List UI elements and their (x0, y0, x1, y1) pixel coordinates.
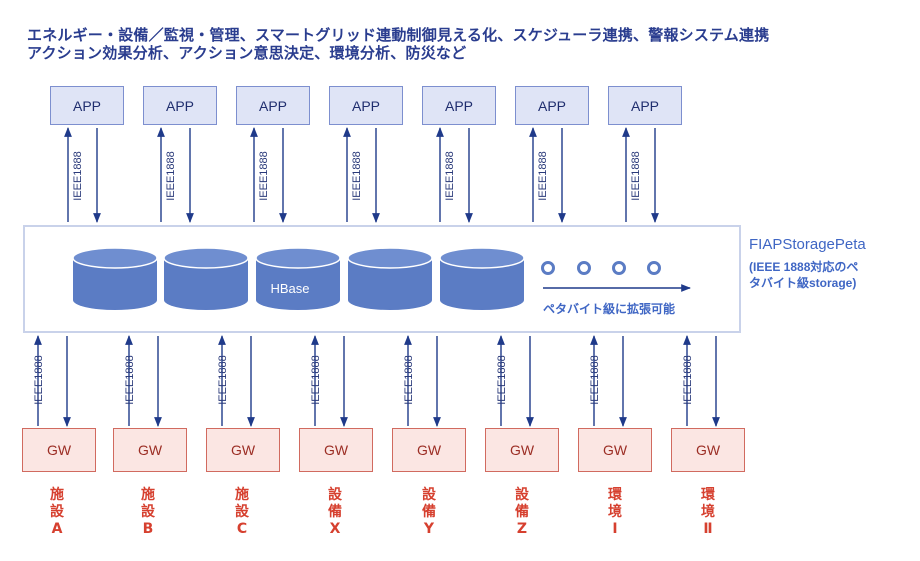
protocol-label-bottom-6: IEEE1888 (496, 355, 508, 405)
app-box-5: APP (422, 86, 496, 125)
protocol-label-bottom-3: IEEE1888 (217, 355, 229, 405)
expand-text: ペタバイト級に拡張可能 (543, 302, 676, 316)
database-cylinder-icon (347, 247, 433, 310)
app-box-4: APP (329, 86, 403, 125)
storage-desc-line-2: タバイト級storage) (749, 276, 857, 290)
gateway-box-3: GW (206, 428, 280, 472)
gateway-box-6: GW (485, 428, 559, 472)
gateway-box-4: GW (299, 428, 373, 472)
ellipsis-dot-3 (612, 261, 626, 275)
app-box-2: APP (143, 86, 217, 125)
ellipsis-dot-2 (577, 261, 591, 275)
protocol-label-bottom-7: IEEE1888 (589, 355, 601, 405)
protocol-label-bottom-5: IEEE1888 (403, 355, 415, 405)
database-cylinder-icon (439, 247, 525, 310)
hbase-database-icon (255, 247, 341, 310)
app-box-6: APP (515, 86, 589, 125)
gateway-box-8: GW (671, 428, 745, 472)
gateway-box-2: GW (113, 428, 187, 472)
database-cylinder-icon (72, 247, 158, 310)
database-cylinder-icon (163, 247, 249, 310)
title-line-1: エネルギー・設備／監視・管理、スマートグリッド連動制御見える化、スケジューラ連携… (27, 26, 770, 44)
storage-name: FIAPStoragePeta (749, 236, 866, 253)
hbase-label: HBase (270, 281, 310, 296)
title-line-2: アクション効果分析、アクション意思決定、環境分析、防災など (27, 44, 467, 62)
app-box-7: APP (608, 86, 682, 125)
gateway-box-7: GW (578, 428, 652, 472)
ellipsis-dot-1 (541, 261, 555, 275)
app-box-1: APP (50, 86, 124, 125)
protocol-label-bottom-4: IEEE1888 (310, 355, 322, 405)
storage-desc-line-1: (IEEE 1888対応のペ (749, 260, 859, 274)
protocol-label-bottom-2: IEEE1888 (124, 355, 136, 405)
gateway-box-1: GW (22, 428, 96, 472)
app-box-3: APP (236, 86, 310, 125)
ellipsis-dot-4 (647, 261, 661, 275)
gateway-box-5: GW (392, 428, 466, 472)
protocol-label-bottom-8: IEEE1888 (682, 355, 694, 405)
protocol-label-bottom-1: IEEE1888 (33, 355, 45, 405)
